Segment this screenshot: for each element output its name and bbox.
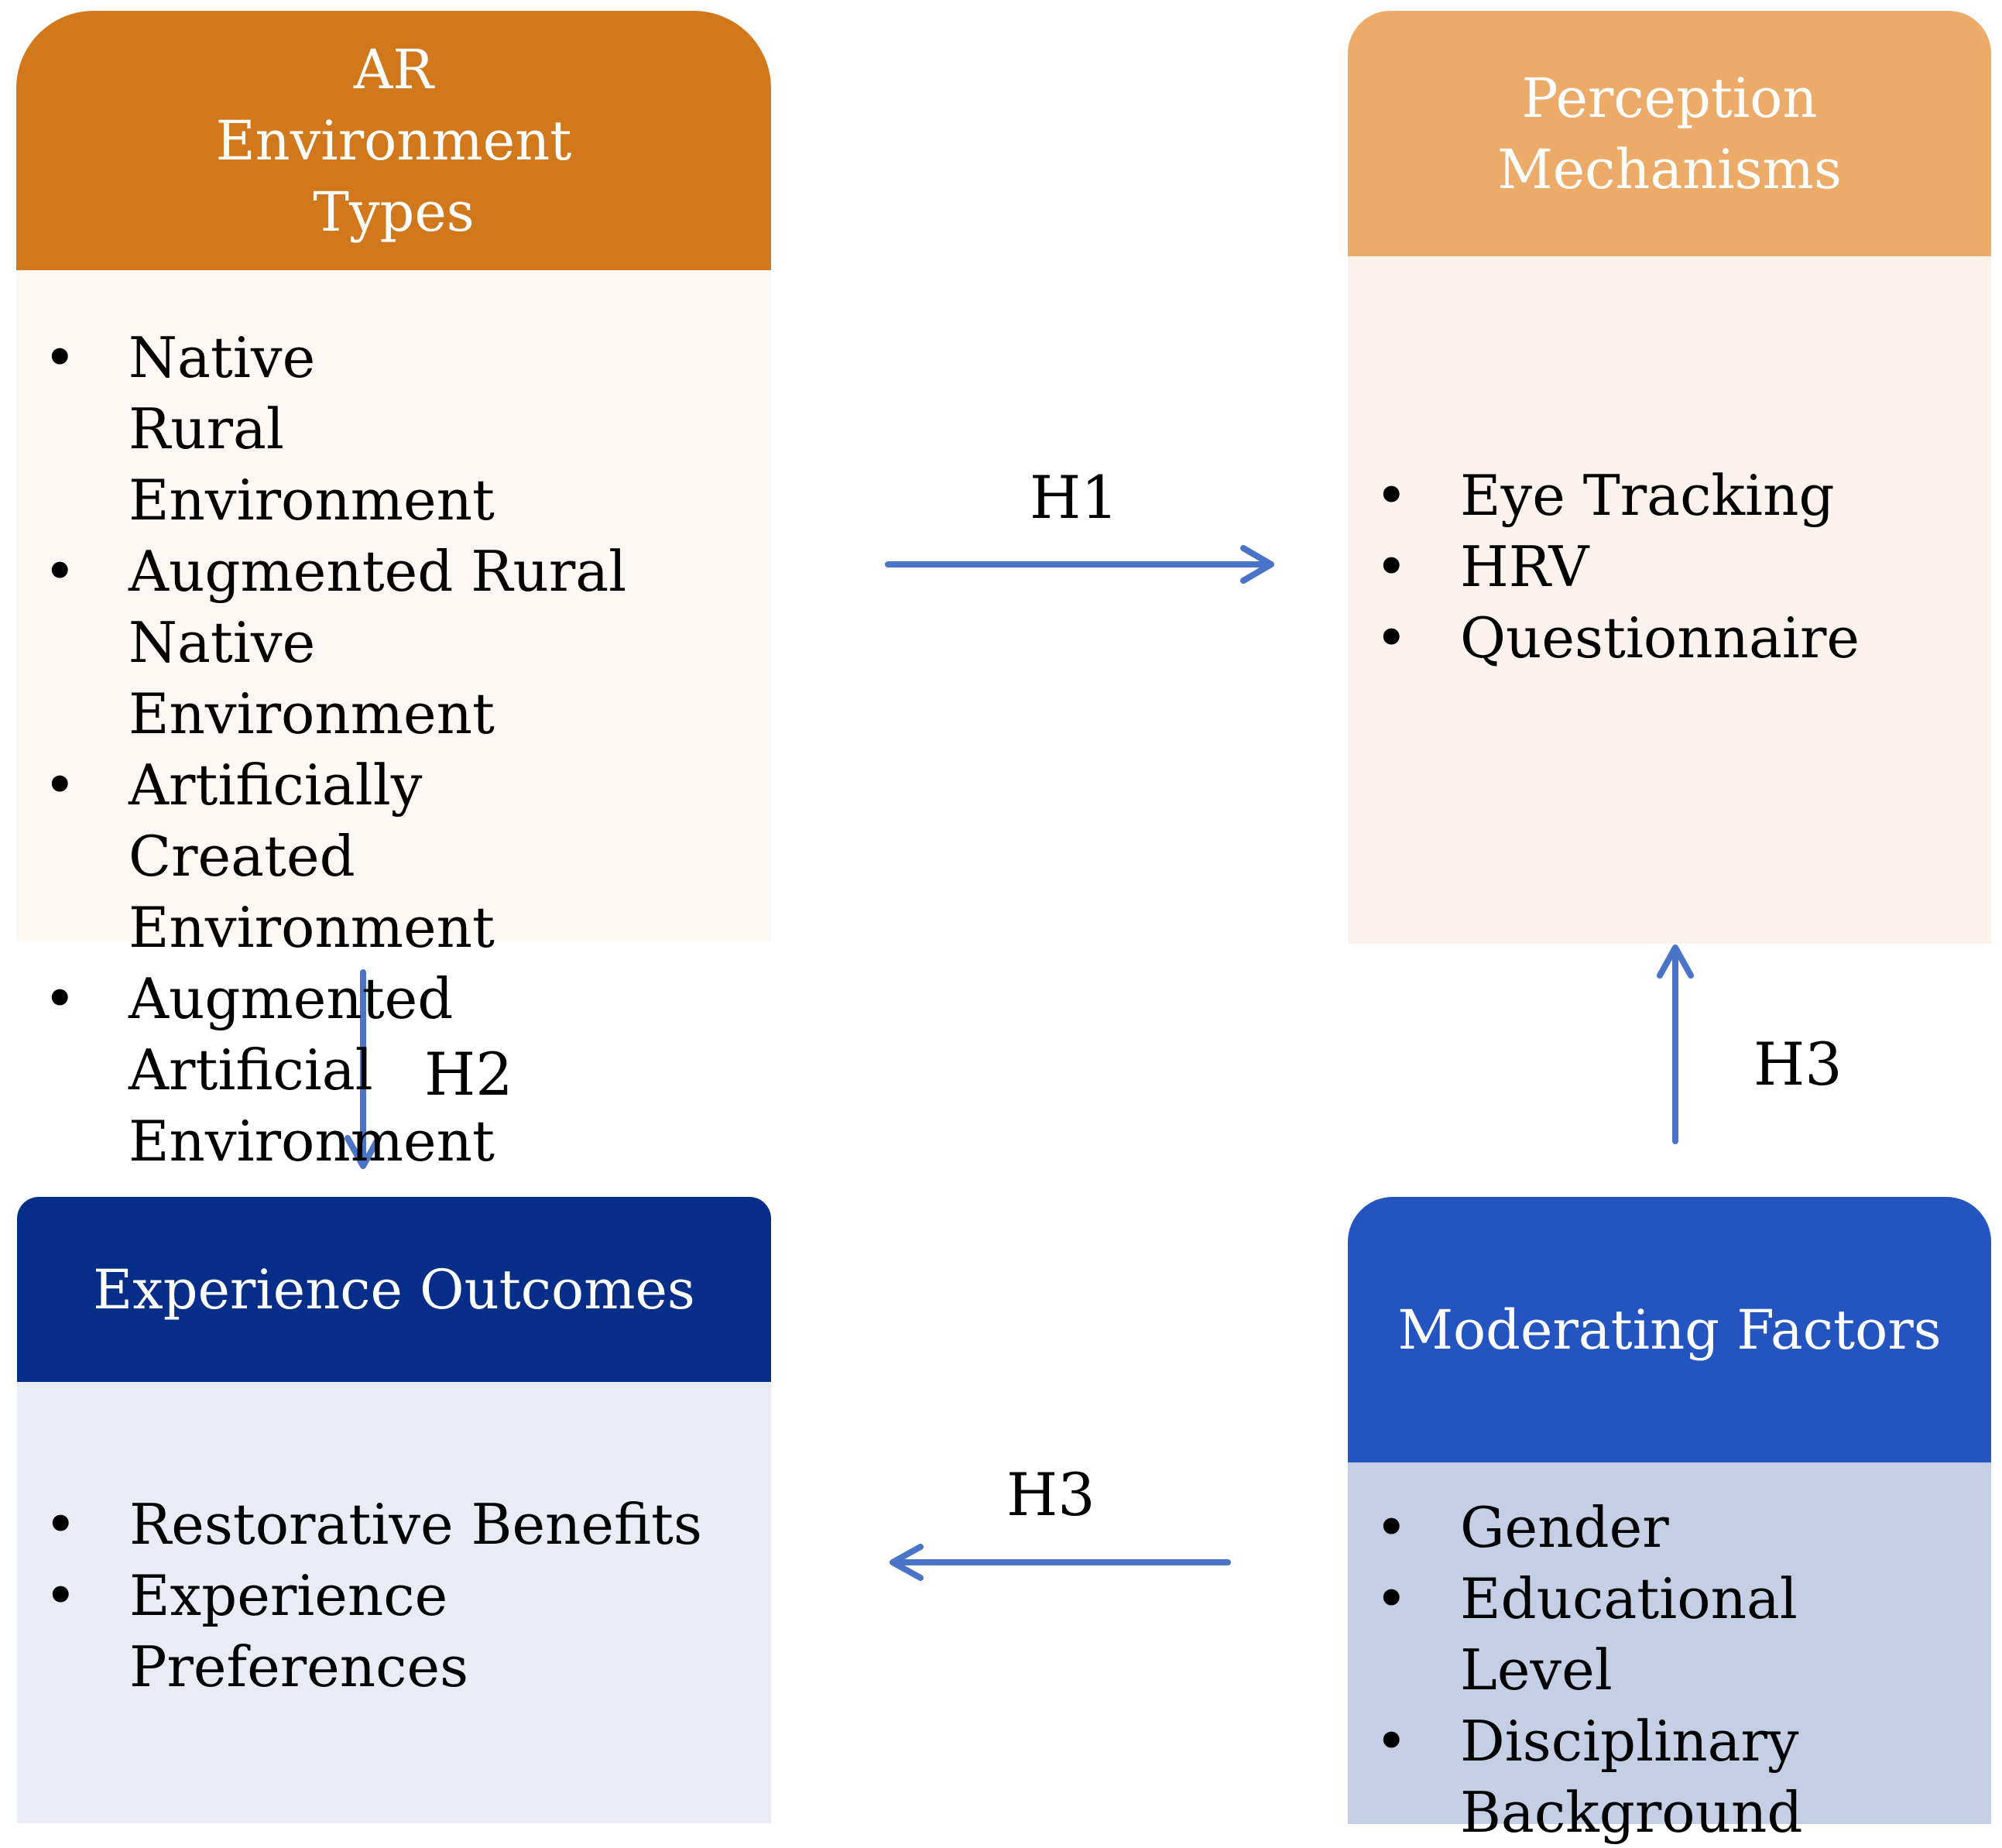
arrow-h3-left — [890, 1544, 1231, 1581]
moderating-card: Moderating Factors Gender Educational Le… — [1348, 1197, 1991, 1845]
h3-up-label: H3 — [1753, 1030, 1843, 1099]
ar-environment-title-line: AR — [353, 37, 434, 101]
ar-environment-title-line: Types — [313, 180, 475, 244]
experience-title: Experience Outcomes — [93, 1257, 695, 1322]
ar-environment-item: Native Rural Environment — [16, 322, 495, 536]
moderating-item: Gender — [1348, 1492, 1967, 1563]
perception-card: Perception Mechanisms Eye Tracking HRV Q… — [1348, 11, 1991, 944]
experience-card: Experience Outcomes Restorative Benefits… — [17, 1197, 771, 1823]
perception-item: HRV — [1348, 531, 1967, 602]
h3-left-label: H3 — [1006, 1460, 1095, 1529]
experience-item: Experience Preferences — [17, 1560, 760, 1702]
experience-header: Experience Outcomes — [17, 1197, 771, 1382]
experience-body: Restorative Benefits Experience Preferen… — [17, 1382, 771, 1823]
perception-header: Perception Mechanisms — [1348, 11, 1991, 256]
arrow-h3-up — [1657, 945, 1694, 1144]
perception-title-line: Perception — [1521, 66, 1818, 130]
h1-label: H1 — [1030, 463, 1119, 532]
perception-item: Questionnaire — [1348, 602, 1967, 674]
experience-item: Restorative Benefits — [17, 1489, 760, 1560]
ar-environment-title-line: Environment — [215, 108, 572, 173]
moderating-item: Disciplinary Background — [1348, 1706, 1832, 1848]
moderating-title: Moderating Factors — [1397, 1298, 1942, 1362]
ar-environment-item: Augmented Rural Native Environment — [16, 536, 686, 749]
perception-title-line: Mechanisms — [1497, 137, 1842, 201]
perception-body: Eye Tracking HRV Questionnaire — [1348, 256, 1991, 944]
perception-item: Eye Tracking — [1348, 460, 1967, 531]
ar-environment-body: Native Rural Environment Augmented Rural… — [16, 270, 771, 1174]
ar-environment-card: AR Environment Types Native Rural Enviro… — [16, 11, 771, 1174]
ar-environment-item: Augmented Artificial Environment — [16, 963, 701, 1177]
ar-environment-header: AR Environment Types — [16, 11, 771, 270]
moderating-header: Moderating Factors — [1348, 1197, 1991, 1462]
moderating-item: Educational Level — [1348, 1563, 1967, 1706]
arrow-h1 — [885, 545, 1274, 584]
moderating-body: Gender Educational Level Disciplinary Ba… — [1348, 1462, 1991, 1845]
ar-environment-item: Artificially Created Environment — [16, 749, 655, 963]
